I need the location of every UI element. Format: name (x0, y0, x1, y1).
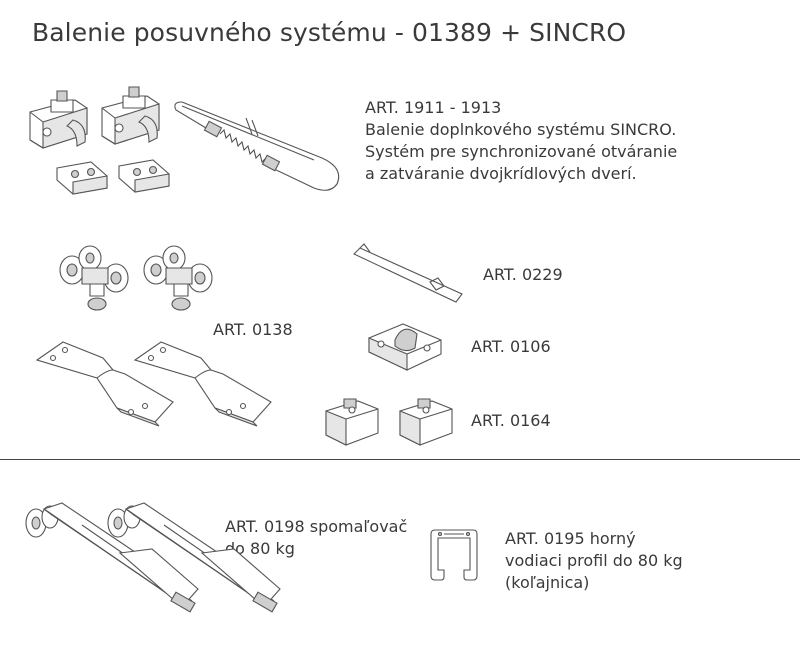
label-line: Systém pre synchronizované otváranie (365, 142, 678, 161)
label-line: Balenie doplnkového systému SINCRO. (365, 120, 677, 139)
label-line: vodiaci profil do 80 kg (505, 551, 683, 570)
sincro-plate (119, 160, 169, 192)
sincro-bracket (102, 87, 159, 144)
section-divider (0, 459, 800, 460)
mounting-plates-illustration (35, 340, 275, 430)
label-art-0138: ART. 0138 (213, 319, 293, 341)
art-0106-guide-illustration (365, 318, 445, 373)
label-line: ART. 0229 (483, 265, 563, 284)
label-art-1911: ART. 1911 - 1913 Balenie doplnkového sys… (365, 97, 677, 185)
sincro-plate (57, 162, 107, 194)
label-art-0106: ART. 0106 (471, 336, 551, 358)
spring-icon (220, 130, 268, 166)
page-title: Balenie posuvného systému - 01389 + SINC… (32, 18, 627, 47)
art-0198-dampers-illustration (22, 493, 284, 618)
clip-block (400, 399, 452, 445)
label-line: ART. 1911 - 1913 (365, 98, 502, 117)
label-line: do 80 kg (225, 539, 295, 558)
label-art-0164: ART. 0164 (471, 410, 551, 432)
label-line: ART. 0198 spomaľovač (225, 517, 408, 536)
roller-carriage (144, 246, 212, 310)
art-0195-rail-profile-icon (428, 528, 480, 582)
mounting-plate (135, 342, 271, 426)
sincro-bracket (30, 91, 87, 148)
label-line: ART. 0195 horný (505, 529, 636, 548)
label-line: a zatváranie dvojkrídlových dverí. (365, 164, 637, 183)
label-line: ART. 0138 (213, 320, 293, 339)
damper (108, 503, 280, 612)
label-art-0198: ART. 0198 spomaľovač do 80 kg (225, 516, 407, 560)
art-0229-bar-illustration (350, 242, 465, 307)
damper (26, 503, 198, 612)
label-line: ART. 0164 (471, 411, 551, 430)
sincro-cable-spring-illustration (172, 88, 347, 198)
mounting-plate (37, 342, 173, 426)
label-line: ART. 0106 (471, 337, 551, 356)
roller-carriages-illustration (52, 240, 222, 320)
sincro-brackets-illustration (25, 82, 175, 197)
label-art-0229: ART. 0229 (483, 264, 563, 286)
label-art-0195: ART. 0195 horný vodiaci profil do 80 kg … (505, 528, 683, 594)
clip-block (326, 399, 378, 445)
label-line: (koľajnica) (505, 573, 590, 592)
art-0164-clips-illustration (322, 395, 462, 450)
roller-carriage (60, 246, 128, 310)
